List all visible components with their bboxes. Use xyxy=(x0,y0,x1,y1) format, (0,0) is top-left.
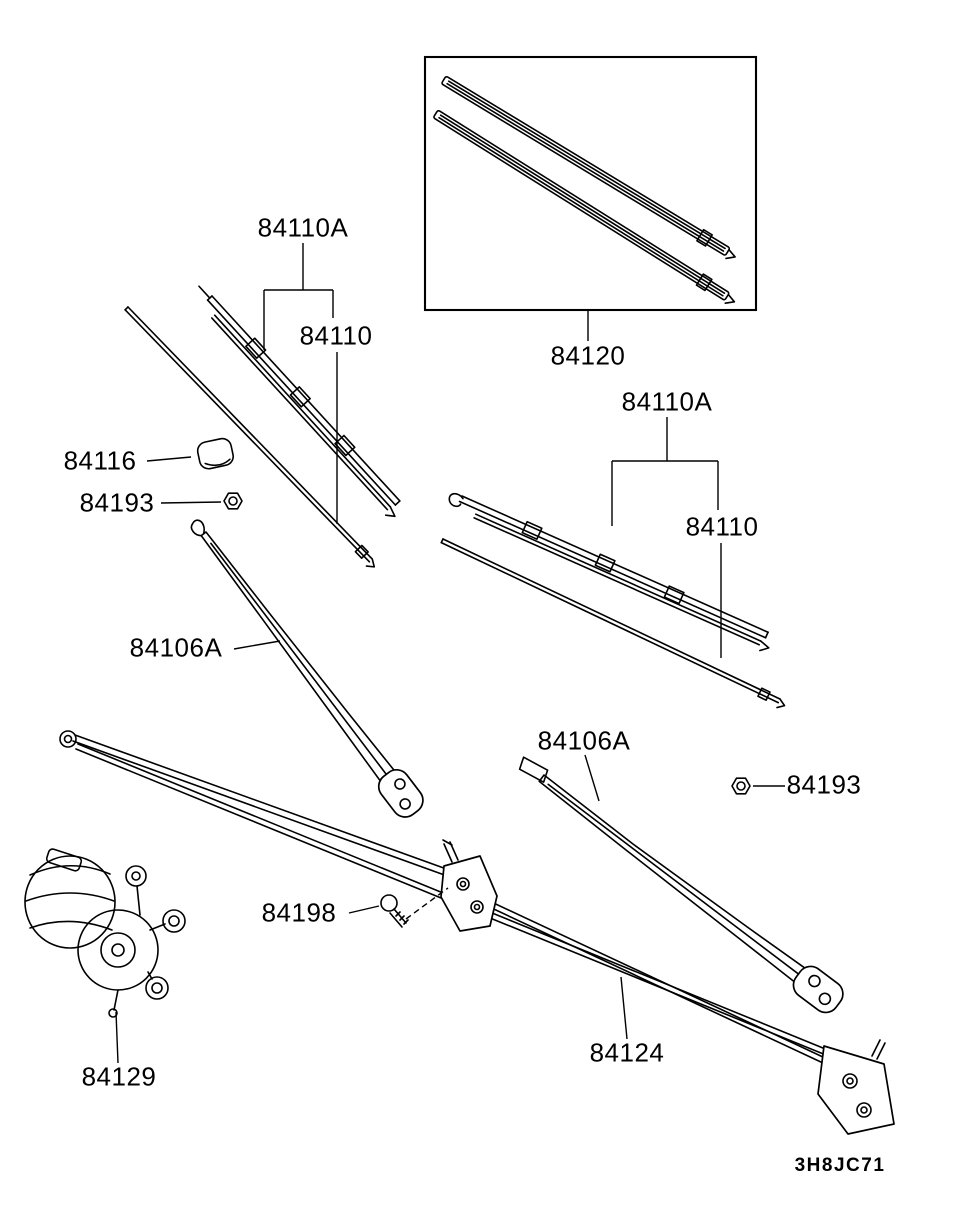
wiper-blade-left xyxy=(198,285,401,518)
wiper-arm-right-shape xyxy=(518,756,844,1014)
wiper-arm-left-shape xyxy=(190,519,424,818)
refill-strip-right xyxy=(440,538,786,709)
leader-lines xyxy=(115,243,785,1064)
part-label-84110a-right: 84110A xyxy=(621,386,713,417)
wiper-motor-shape xyxy=(24,848,186,1018)
refill-strip-left xyxy=(124,306,376,568)
arm-cap-shape xyxy=(196,437,234,470)
part-label-84110a-left: 84110A xyxy=(257,212,349,243)
blade-box xyxy=(423,55,758,312)
part-label-84106a-left: 84106A xyxy=(129,632,223,663)
diagram-code: 3H8JC71 xyxy=(794,1155,886,1176)
part-label-84120: 84120 xyxy=(550,340,626,371)
wiper-blade-right xyxy=(448,492,770,652)
corner-mount-plate-shape xyxy=(817,1039,895,1135)
part-label-84193-left: 84193 xyxy=(79,487,155,518)
part-label-84129: 84129 xyxy=(81,1061,157,1092)
part-label-84198: 84198 xyxy=(261,897,337,928)
part-label-84106a-right: 84106A xyxy=(537,725,631,756)
pivot-bracket-shape xyxy=(440,839,498,932)
part-label-84116: 84116 xyxy=(63,445,137,476)
nut-left-shape xyxy=(223,492,243,510)
boxed-refill-strip-1 xyxy=(441,75,736,260)
part-label-84193-right: 84193 xyxy=(786,769,862,800)
part-label-84110-left: 84110 xyxy=(299,320,373,351)
mount-bolt-shape xyxy=(380,887,449,928)
part-label-84124: 84124 xyxy=(589,1037,665,1068)
linkage-assembly xyxy=(59,730,895,1135)
boxed-refill-strip-2 xyxy=(433,109,736,304)
nut-right-shape xyxy=(731,777,751,795)
part-label-84110-right: 84110 xyxy=(685,511,759,542)
